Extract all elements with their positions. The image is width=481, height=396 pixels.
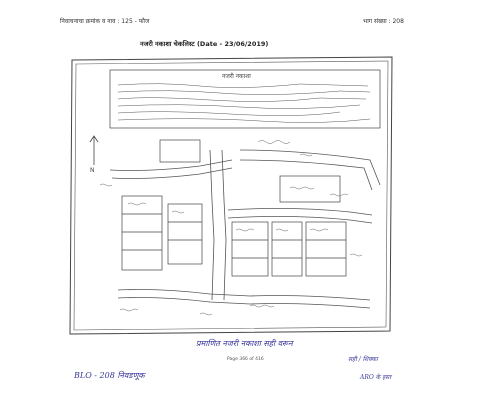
north-arrow-icon: N <box>89 135 99 174</box>
signature-blo: BLO - 208 निवडणूक <box>74 371 145 380</box>
map-info-box: नजरी नकाशा <box>109 69 381 129</box>
map-info-title: नजरी नकाशा <box>222 72 251 80</box>
handwritten-certification: प्रमाणित नजरी नकाशा सही वरून <box>196 339 293 348</box>
roads <box>109 149 381 309</box>
handwritten-labels <box>99 140 363 316</box>
svg-text:N: N <box>90 167 95 174</box>
signature-officer: सही / शिक्का <box>348 356 378 363</box>
document-title: नजरी नकाशा चेकलिस्ट (Date - 23/06/2019) <box>140 40 269 48</box>
header-part-number: भाग संख्या : 208 <box>363 18 404 25</box>
header-constituency: निवाचनाचा क्रमांक व नाव : 125 - फौज <box>60 18 150 25</box>
signature-aro: ARO के हस्त <box>360 374 392 381</box>
page-number: Page 366 of 416 <box>227 357 264 362</box>
building-blocks <box>121 139 347 277</box>
